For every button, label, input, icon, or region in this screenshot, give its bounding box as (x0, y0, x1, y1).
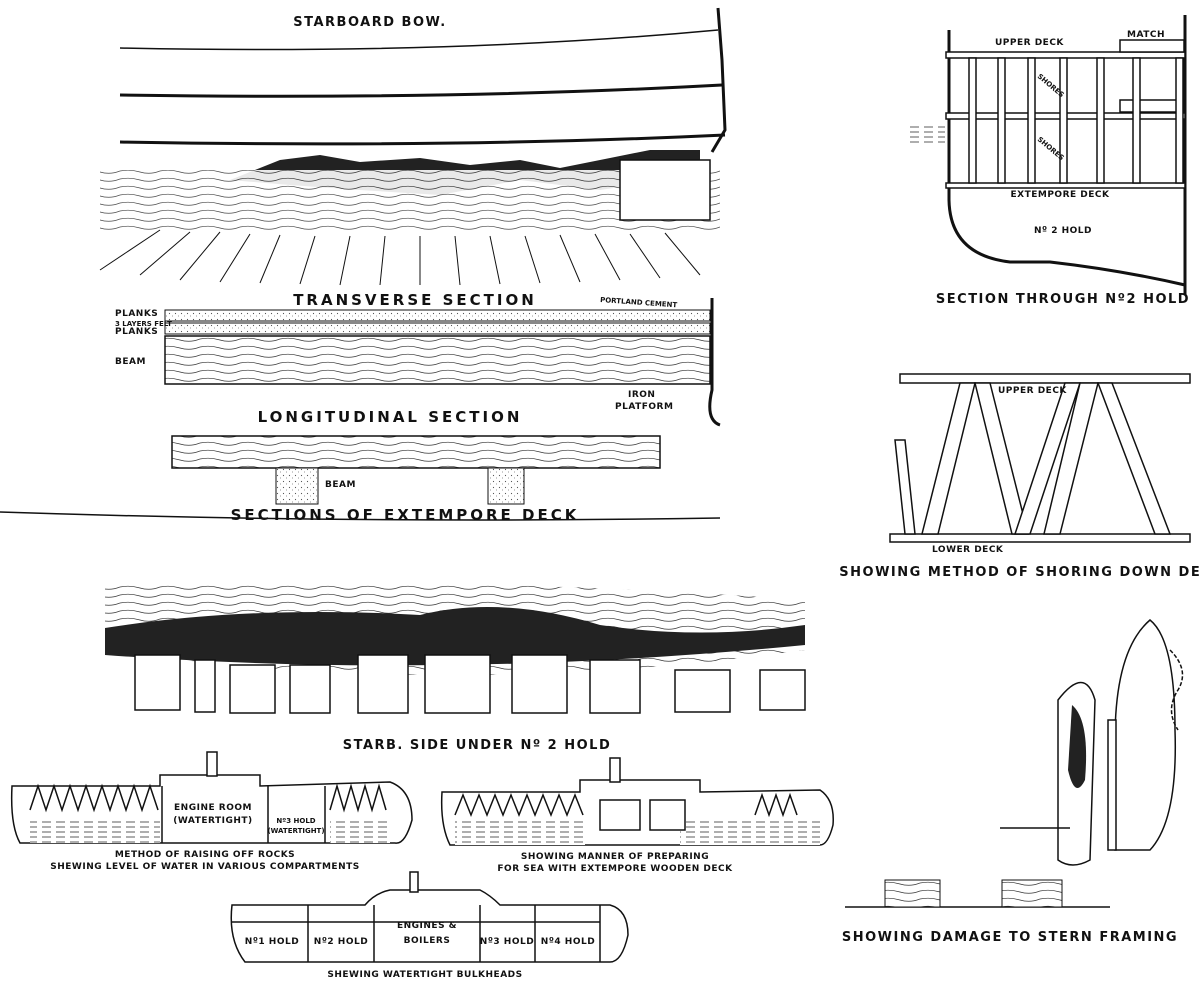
starb-side-caption: STARB. SIDE UNDER Nº 2 HOLD (343, 738, 612, 753)
beam-label-2: BEAM (325, 480, 356, 490)
felt-label: 3 LAYERS FELT (115, 320, 172, 328)
bulkhead-hold3-label: Nº3 HOLD (480, 937, 534, 947)
starboard-bow-title: STARBOARD BOW. (293, 15, 446, 30)
raising-caption-1: METHOD OF RAISING OFF ROCKS (115, 850, 295, 860)
shoring-upper-deck-label: UPPER DECK (998, 386, 1067, 396)
hold-section-caption: SECTION THROUGH Nº2 HOLD (936, 292, 1190, 307)
stern-figure: SHOWING DAMAGE TO STERN FRAMING (842, 619, 1184, 945)
bulkhead-hold2-label: Nº2 HOLD (314, 937, 368, 947)
longitudinal-section-title: LONGITUDINAL SECTION (258, 408, 523, 426)
planks-bottom-label: PLANKS (115, 327, 158, 337)
upper-deck-label: UPPER DECK (995, 38, 1064, 48)
starb-side-figure: STARB. SIDE UNDER Nº 2 HOLD (105, 582, 806, 753)
preparing-caption-1: SHOWING MANNER OF PREPARING (521, 852, 709, 862)
stern-caption: SHOWING DAMAGE TO STERN FRAMING (842, 930, 1178, 945)
shoring-figure: UPPER DECK LOWER DECK SHOWING METHOD OF … (839, 373, 1200, 580)
raising-caption-2: SHEWING LEVEL OF WATER IN VARIOUS COMPAR… (50, 862, 359, 872)
transverse-section-figure: TRANSVERSE SECTION PORTLAND CEMENT PLANK… (115, 291, 721, 427)
match-label: MATCH (1127, 30, 1165, 40)
bulkheads-ship-figure: Nº1 HOLD Nº2 HOLD ENGINES & BOILERS Nº3 … (230, 871, 629, 980)
no2-hold-label: Nº 2 HOLD (1034, 226, 1092, 236)
engines-label: ENGINES & (397, 921, 457, 931)
extempore-deck-label: EXTEMPORE DECK (1011, 190, 1111, 200)
hold3-label: Nº3 HOLD (276, 817, 315, 825)
engine-room-sub-label: (WATERTIGHT) (173, 816, 252, 826)
lower-deck-label: LOWER DECK (932, 545, 1004, 555)
raising-ship-figure: ENGINE ROOM (WATERTIGHT) Nº3 HOLD (WATER… (10, 751, 413, 872)
iron-label: IRON (628, 390, 655, 400)
shoring-caption: SHOWING METHOD OF SHORING DOWN DECKS (839, 565, 1200, 580)
bulkheads-caption: SHEWING WATERTIGHT BULKHEADS (327, 970, 522, 980)
planks-top-label: PLANKS (115, 309, 158, 319)
extempore-deck-caption: SECTIONS OF EXTEMPORE DECK (231, 506, 580, 524)
bulkhead-hold4-label: Nº4 HOLD (541, 937, 595, 947)
starboard-bow-figure: STARBOARD BOW. (99, 7, 727, 286)
longitudinal-section-figure: LONGITUDINAL SECTION BEAM SECTIONS OF EX… (0, 408, 721, 524)
platform-label: PLATFORM (615, 402, 673, 412)
preparing-caption-2: FOR SEA WITH EXTEMPORE WOODEN DECK (497, 864, 733, 874)
engine-room-label: ENGINE ROOM (174, 803, 252, 813)
boilers-label: BOILERS (404, 936, 451, 946)
transverse-section-title: TRANSVERSE SECTION (293, 291, 537, 309)
beam-label: BEAM (115, 357, 146, 367)
hold-section-figure: UPPER DECK MATCH SHORES SHORES EXTEMPORE… (905, 15, 1190, 307)
portland-cement-label: PORTLAND CEMENT (600, 296, 678, 309)
hold3-sub-label: (WATERTIGHT) (267, 827, 324, 835)
preparing-ship-figure: SHOWING MANNER OF PREPARING FOR SEA WITH… (440, 757, 834, 874)
bulkhead-hold1-label: Nº1 HOLD (245, 937, 299, 947)
